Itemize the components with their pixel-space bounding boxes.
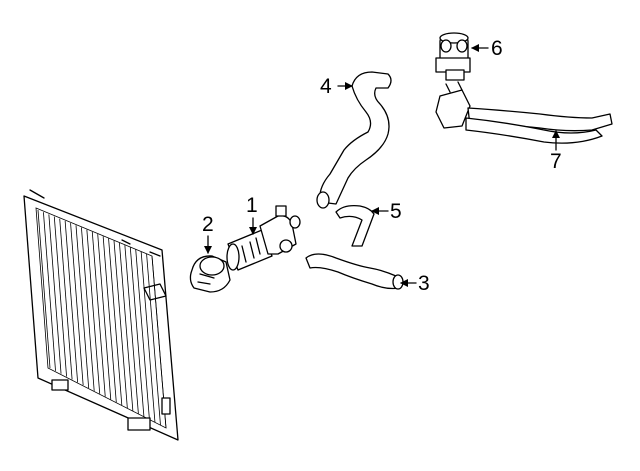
condenser-fin — [43, 212, 56, 371]
callout-labels: 1 2 3 4 5 6 7 — [202, 37, 562, 295]
condenser — [23, 189, 179, 441]
condenser-fin — [140, 251, 156, 423]
part-1-water-pump — [226, 205, 301, 271]
callout-2: 2 — [202, 213, 214, 236]
part-4-upper-hose — [316, 71, 392, 209]
condenser-fin — [113, 240, 128, 409]
condenser-fin — [119, 242, 134, 411]
condenser-fin — [48, 214, 62, 374]
condenser-fin — [102, 236, 117, 403]
condenser-fin — [146, 253, 161, 426]
callout-4: 4 — [320, 75, 332, 98]
callout-5: 5 — [390, 200, 402, 223]
condenser-fin — [70, 223, 84, 386]
condenser-fin — [59, 218, 73, 380]
condenser-fin — [86, 229, 101, 394]
condenser-fin — [129, 247, 145, 417]
condenser-fin — [37, 209, 51, 369]
condenser-fin — [124, 245, 139, 414]
callout-3: 3 — [418, 272, 430, 295]
condenser-fin — [108, 238, 123, 406]
condenser-fin — [91, 231, 106, 397]
callout-1: 1 — [246, 194, 258, 217]
condenser-fin — [135, 249, 150, 420]
part-5-small-hose — [335, 204, 375, 247]
condenser-fin — [53, 216, 67, 377]
part-2-pump-cover — [189, 255, 231, 293]
condenser-fin — [97, 234, 112, 400]
part-3-lower-hose — [305, 253, 404, 290]
part-6-heater-valve — [435, 32, 471, 81]
part-7-heater-hoses — [435, 81, 613, 144]
condenser-fin — [64, 220, 79, 383]
condenser-fin — [75, 225, 90, 389]
leader-lines — [204, 44, 560, 287]
condenser-fin — [81, 227, 95, 391]
callout-7: 7 — [550, 150, 562, 173]
callout-6: 6 — [491, 37, 503, 60]
